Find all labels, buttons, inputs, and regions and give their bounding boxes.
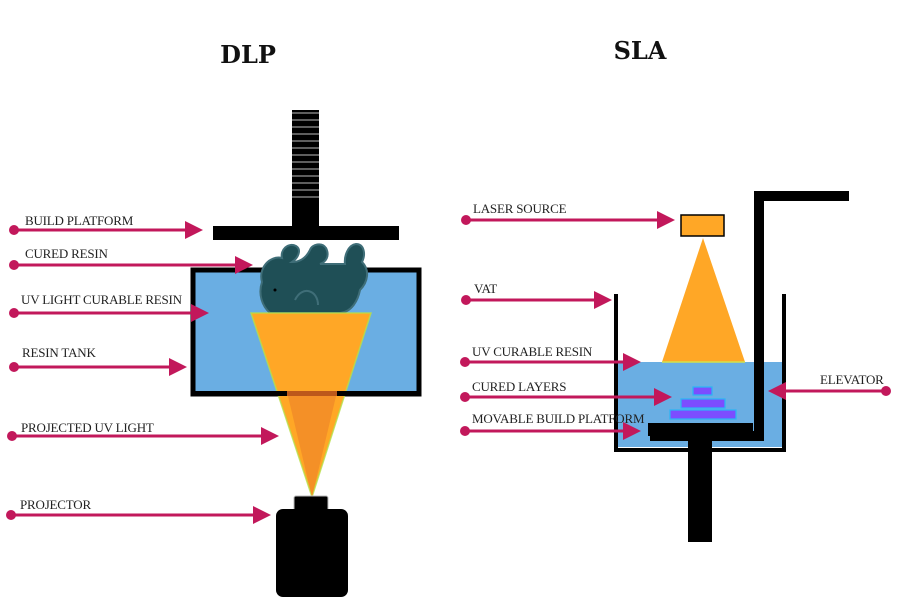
dlp-label-projected-uv-light: PROJECTED UV LIGHT xyxy=(7,420,279,445)
dlp-label-uv-light-curable-resin: UV LIGHT CURABLE RESIN xyxy=(9,292,209,322)
dlp-title: DLP xyxy=(220,40,276,69)
sla-label-movable-build-platform: MOVABLE BUILD PLATFORM xyxy=(460,411,645,440)
dlp-label-resin-tank: RESIN TANK xyxy=(9,345,187,376)
label-projector: PROJECTOR xyxy=(20,497,91,512)
label-laser-source: LASER SOURCE xyxy=(473,201,567,216)
dlp-model-eye xyxy=(273,288,277,292)
dlp-diagram xyxy=(190,110,422,597)
label-movable-build-platform: MOVABLE BUILD PLATFORM xyxy=(472,411,645,426)
sla-movable-build-platform xyxy=(648,423,753,436)
label-build-platform: BUILD PLATFORM xyxy=(25,213,134,228)
label-cured-layers: CURED LAYERS xyxy=(472,379,566,394)
sla-laser-beam xyxy=(662,238,745,362)
dlp-model-ear xyxy=(294,290,319,306)
label-elevator: ELEVATOR xyxy=(820,372,884,387)
sla-title: SLA xyxy=(614,36,667,65)
sla-cured-layer xyxy=(680,398,726,409)
dlp-projector-body xyxy=(276,509,348,597)
label-uv-light-curable-resin: UV LIGHT CURABLE RESIN xyxy=(21,292,183,307)
dlp-label-cured-resin: CURED RESIN xyxy=(9,246,253,274)
label-resin-tank: RESIN TANK xyxy=(22,345,96,360)
dlp-lead-screw xyxy=(292,110,319,228)
sla-platform-post xyxy=(688,436,712,542)
sla-laser-source xyxy=(680,214,725,237)
sla-label-cured-layers: CURED LAYERS xyxy=(460,379,672,406)
sla-label-laser-source: LASER SOURCE xyxy=(461,201,675,229)
dlp-build-platform xyxy=(213,226,399,240)
dlp-light-below-tank xyxy=(287,392,337,497)
sla-label-uv-curable-resin: UV CURABLE RESIN xyxy=(460,344,641,371)
label-cured-resin: CURED RESIN xyxy=(25,246,108,261)
sla-diagram xyxy=(614,191,849,542)
label-projected-uv-light: PROJECTED UV LIGHT xyxy=(21,420,154,435)
sla-label-elevator: ELEVATOR xyxy=(768,372,891,400)
label-uv-curable-resin: UV CURABLE RESIN xyxy=(472,344,593,359)
dlp-label-projector: PROJECTOR xyxy=(6,497,271,524)
sla-cured-layer xyxy=(669,409,737,420)
label-vat: VAT xyxy=(474,281,497,296)
dlp-label-build-platform: BUILD PLATFORM xyxy=(9,213,203,239)
sla-cured-layer xyxy=(692,386,713,396)
dlp-cured-resin-model xyxy=(259,242,368,314)
sla-label-vat: VAT xyxy=(461,281,612,309)
